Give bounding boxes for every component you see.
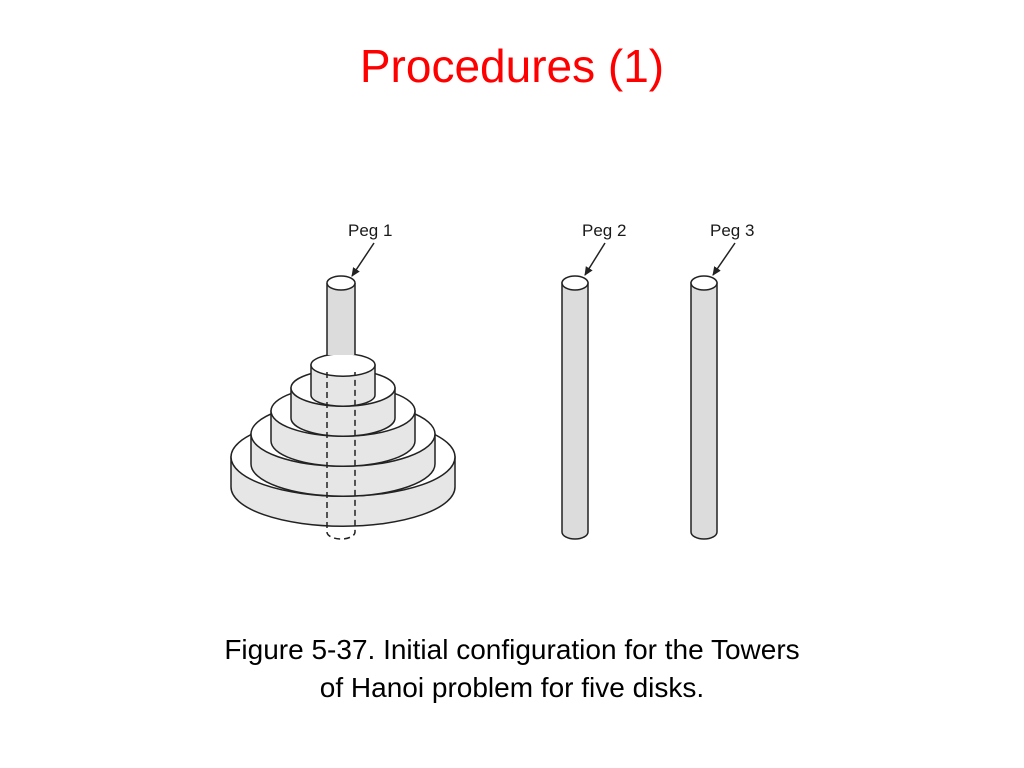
peg-2 bbox=[561, 275, 589, 540]
peg-1-shaft bbox=[327, 283, 355, 355]
caption-line-1: Figure 5-37. Initial configuration for t… bbox=[224, 634, 800, 665]
peg-3-label: Peg 3 bbox=[710, 221, 754, 240]
peg-1-hidden-outline bbox=[326, 372, 356, 540]
peg-1-top bbox=[326, 275, 356, 291]
peg-2-shaft bbox=[561, 282, 589, 540]
slide-title: Procedures (1) bbox=[359, 40, 665, 92]
peg-1-arrow bbox=[351, 242, 375, 277]
peg-3-top bbox=[690, 275, 718, 291]
peg-3-shaft bbox=[690, 282, 718, 540]
peg-1-label: Peg 1 bbox=[348, 221, 392, 240]
peg-2-arrow bbox=[584, 242, 606, 276]
towers-of-hanoi-diagram: Peg 1 Peg 2 Peg 3 bbox=[230, 221, 754, 540]
caption-line-2: of Hanoi problem for five disks. bbox=[319, 672, 705, 703]
disk-1-top bbox=[310, 353, 376, 377]
peg-3 bbox=[690, 275, 718, 540]
peg-1 bbox=[326, 275, 356, 540]
disk-stack bbox=[230, 353, 456, 527]
peg-2-top bbox=[561, 275, 589, 291]
figure-caption: Figure 5-37. Initial configuration for t… bbox=[0, 631, 1024, 707]
peg-3-arrow bbox=[712, 242, 736, 276]
peg-2-label: Peg 2 bbox=[582, 221, 626, 240]
